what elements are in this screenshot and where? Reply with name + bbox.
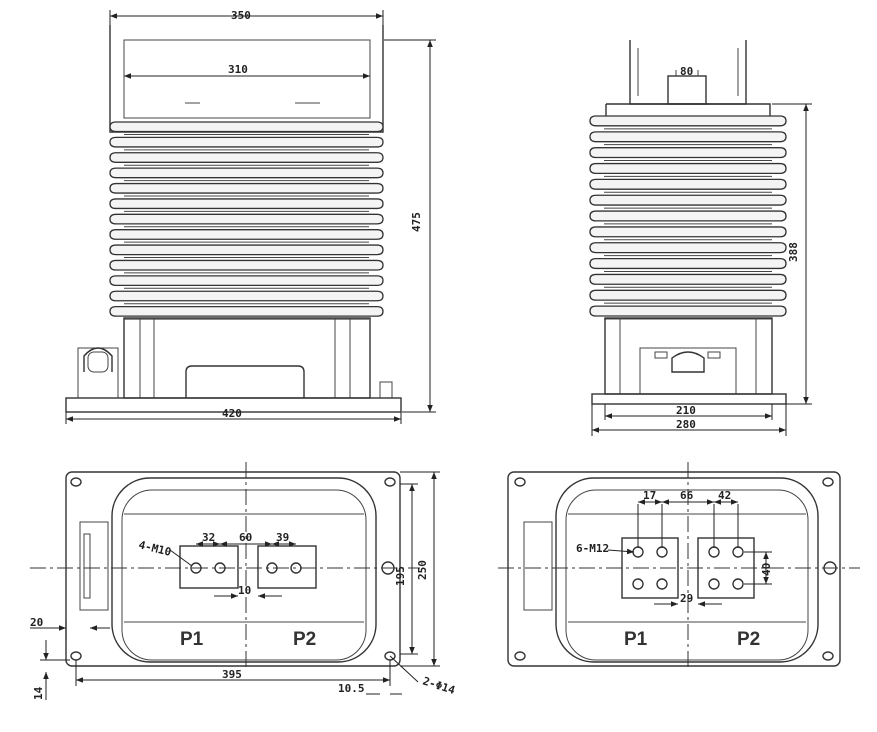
bottom-right-view: P1 P2 6-M12 17 66 42 40 29 <box>498 462 860 670</box>
dim-250: 250 <box>416 560 429 580</box>
insulator-fin <box>109 259 384 271</box>
label-p2-right: P2 <box>737 629 760 650</box>
insulator-fin <box>109 152 384 163</box>
dim-width-inner: 310 <box>228 63 248 76</box>
dim-height: 475 <box>410 212 423 232</box>
insulator-fin <box>109 121 384 133</box>
label-p2-left: P2 <box>293 629 316 650</box>
insulator-fin <box>589 273 787 285</box>
insulator-fin <box>589 242 787 254</box>
dim-side-height: 388 <box>787 242 800 262</box>
dim-32: 32 <box>202 531 215 544</box>
dim-holes-right: 6-M12 <box>576 542 609 555</box>
dim-40: 40 <box>760 563 773 576</box>
insulator-fin <box>589 226 787 238</box>
dim-20: 20 <box>30 616 43 629</box>
label-p1-right: P1 <box>624 629 648 650</box>
dim-mount-holes: 2-Φ14 <box>421 674 457 697</box>
side-fins <box>589 115 787 320</box>
dim-195: 195 <box>394 566 407 586</box>
dim-side-inner: 210 <box>676 404 696 417</box>
insulator-fin <box>589 210 787 222</box>
insulator-fin <box>589 194 787 206</box>
insulator-fin <box>589 162 787 175</box>
dim-side-base: 280 <box>676 418 696 431</box>
insulator-fin <box>109 198 384 210</box>
insulator-fin <box>589 305 787 317</box>
dim-base-width: 420 <box>222 407 242 420</box>
dim-39: 39 <box>276 531 289 544</box>
insulator-fin <box>589 178 787 190</box>
dim-14: 14 <box>32 686 45 700</box>
insulator-fin <box>589 115 787 127</box>
dim-66: 66 <box>680 489 694 502</box>
insulator-fin <box>589 147 787 159</box>
dim-10-5: 10.5 <box>338 682 365 695</box>
insulator-fin <box>109 167 384 179</box>
dim-42: 42 <box>718 489 731 502</box>
insulator-fin <box>589 289 787 301</box>
label-p1-left: P1 <box>180 629 204 650</box>
insulator-fin <box>109 275 384 287</box>
insulator-fin <box>109 290 384 302</box>
dim-width-top: 350 <box>231 9 251 22</box>
dim-holes-left: 4-M10 <box>137 538 172 559</box>
insulator-fin <box>589 257 787 270</box>
dim-60: 60 <box>239 531 252 544</box>
dim-terminal: 80 <box>680 65 693 78</box>
insulator-fin <box>109 213 384 225</box>
insulator-fin <box>109 136 384 148</box>
front-view: 350 310 475 420 <box>65 9 436 424</box>
insulator-fin <box>589 131 787 143</box>
front-fins <box>109 121 384 320</box>
dim-29: 29 <box>680 592 693 605</box>
dim-17: 17 <box>643 489 656 502</box>
insulator-fin <box>109 182 384 194</box>
dim-10: 10 <box>238 584 251 597</box>
dim-395: 395 <box>222 668 242 681</box>
insulator-fin <box>109 305 384 317</box>
insulator-fin <box>109 244 384 256</box>
side-view: 80 388 210 280 <box>589 40 812 436</box>
insulator-fin <box>109 229 384 240</box>
bottom-left-view: P1 P2 4-M10 32 60 39 10 195 250 395 10.5… <box>30 462 457 700</box>
